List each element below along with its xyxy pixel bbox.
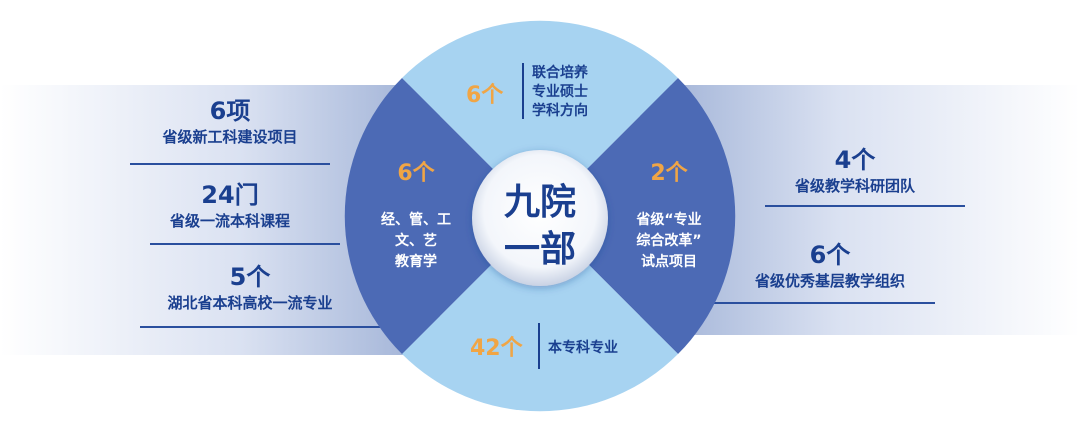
bottom-line-1: 本专科专业 bbox=[548, 339, 618, 356]
right-count: 2个 bbox=[650, 161, 688, 186]
left-count: 6个 bbox=[397, 161, 435, 186]
left-stat-1-label: 省级新工科建设项目 bbox=[162, 128, 298, 146]
left-stat-1-count: 6项 bbox=[209, 97, 251, 125]
left-line-1: 经、管、工 bbox=[381, 211, 451, 228]
center-title-line-2: 一部 bbox=[504, 229, 576, 270]
right-stat-1-underline bbox=[765, 205, 965, 207]
top-line-3: 学科方向 bbox=[532, 102, 588, 119]
left-stat-1: 6项 省级新工科建设项目 bbox=[145, 96, 315, 148]
bottom-count: 42个 bbox=[470, 336, 524, 361]
left-stat-2: 24门 省级一流本科课程 bbox=[145, 180, 315, 232]
right-line-1: 省级“专业 bbox=[635, 211, 701, 228]
top-count: 6个 bbox=[466, 83, 504, 108]
quadrant-top bbox=[402, 20, 678, 217]
left-stat-2-count: 24门 bbox=[201, 181, 259, 209]
quadrant-left bbox=[344, 78, 540, 354]
left-stat-2-underline bbox=[150, 243, 340, 245]
left-stat-2-label: 省级一流本科课程 bbox=[169, 212, 290, 230]
right-stat-2-count: 6个 bbox=[809, 241, 851, 269]
top-line-2: 专业硕士 bbox=[532, 83, 588, 100]
right-line-2: 综合改革” bbox=[636, 232, 701, 249]
right-stat-1: 4个 省级教学科研团队 bbox=[775, 145, 935, 197]
left-line-2: 文、艺 bbox=[395, 232, 437, 249]
quadrant-bottom bbox=[402, 216, 678, 412]
left-stat-3-underline bbox=[140, 326, 380, 328]
right-line-3: 试点项目 bbox=[641, 253, 697, 270]
center-title-line-1: 九院 bbox=[504, 182, 576, 223]
left-stat-1-underline bbox=[130, 163, 330, 165]
quadrant-right bbox=[540, 78, 736, 354]
center-circle bbox=[472, 150, 608, 286]
bottom-divider bbox=[538, 323, 540, 369]
top-line-1: 联合培养 bbox=[532, 64, 589, 81]
right-stat-1-label: 省级教学科研团队 bbox=[794, 177, 915, 195]
left-stat-3-count: 5个 bbox=[229, 263, 271, 291]
right-stat-2-underline bbox=[710, 302, 935, 304]
left-line-3: 教育学 bbox=[395, 253, 437, 270]
left-stat-3: 5个 湖北省本科高校一流专业 bbox=[140, 262, 360, 314]
right-stat-2: 6个 省级优秀基层教学组织 bbox=[720, 240, 940, 292]
left-stat-3-label: 湖北省本科高校一流专业 bbox=[167, 294, 333, 312]
right-stat-1-count: 4个 bbox=[834, 146, 876, 174]
right-stat-2-label: 省级优秀基层教学组织 bbox=[754, 272, 905, 290]
top-divider bbox=[522, 63, 524, 119]
